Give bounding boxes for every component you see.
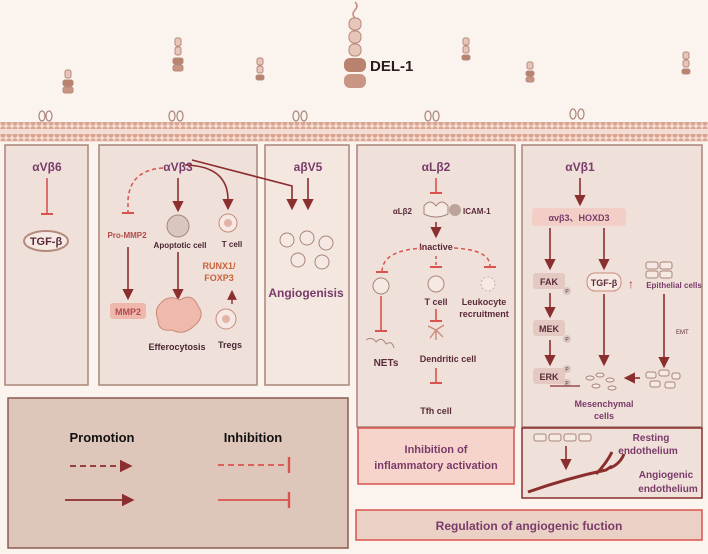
angiogenic-vessel-icon xyxy=(527,451,626,494)
fak-label: FAK xyxy=(540,277,559,287)
erk-box xyxy=(533,368,565,384)
angiogenic-label-1: Angiogenic xyxy=(639,470,694,481)
up-arrow-icon: ↑ xyxy=(628,277,634,291)
arrow-to-tcell xyxy=(184,164,234,211)
footer-box xyxy=(355,509,703,541)
del1-protein-small xyxy=(62,37,691,94)
resting-endothelium-icon xyxy=(533,433,592,442)
integrin-abv5-label: aβV5 xyxy=(294,160,323,174)
svg-text:P: P xyxy=(565,337,569,343)
mesenchymal-cells-icon xyxy=(585,372,617,391)
dendritic-cell-label: Dendritic cell xyxy=(420,354,477,364)
mek-box xyxy=(533,320,565,336)
emt-label: EMT xyxy=(676,330,689,336)
tgfb-oval xyxy=(23,230,69,252)
integrin-alb2-label: αLβ2 xyxy=(422,160,451,174)
footer-label: Regulation of angiogenic fuction xyxy=(436,519,623,533)
icam1-icon xyxy=(449,204,461,216)
angiogenic-label-2: endothelium xyxy=(638,484,698,495)
resting-label-1: Resting xyxy=(633,433,670,444)
legend-inhibition-label: Inhibition xyxy=(224,430,283,445)
mek-label: MEK xyxy=(539,324,560,334)
tgfb-box-avb1 xyxy=(586,272,622,292)
runx1-label: RUNX1/ xyxy=(202,261,236,271)
endothelial-cells-icon xyxy=(279,230,334,270)
efferocytosis-label: Efferocytosis xyxy=(148,342,205,352)
inactive-label: Inactive xyxy=(419,242,453,252)
integrin-avb6-label: αVβ6 xyxy=(32,160,62,174)
integrin-avb3-label: αVβ3 xyxy=(163,160,193,174)
cell-membrane xyxy=(0,122,708,142)
mesenchymal-label-2: cells xyxy=(594,411,614,421)
inflammation-summary-box xyxy=(357,427,515,485)
tgfb-label-avb1: TGF-β xyxy=(591,278,618,288)
epithelial-cells-icon xyxy=(645,261,673,279)
legend-box xyxy=(7,397,349,549)
mmp2-label: MMP2 xyxy=(115,307,141,317)
tfh-cell-label: Tfh cell xyxy=(420,406,452,416)
svg-text:P: P xyxy=(565,381,569,387)
nets-label: NETs xyxy=(374,358,399,369)
tregs-label: Tregs xyxy=(218,340,242,350)
del1-protein-main xyxy=(344,1,366,88)
tgfb-label: TGF-β xyxy=(30,236,63,248)
transitioning-cells-icon xyxy=(645,369,681,389)
inhibition-dashed-promm2 xyxy=(127,167,164,212)
fak-box xyxy=(533,273,565,289)
t-cell-label-avb3: T cell xyxy=(222,240,242,249)
membrane-receptors xyxy=(38,108,585,122)
epithelial-cells-label: Epithelial cells xyxy=(646,281,702,290)
panel-abv5 xyxy=(264,144,350,386)
angiogenesis-label: Angiogenisis xyxy=(268,286,344,300)
neutrophil-icon xyxy=(372,277,390,295)
pro-mmp2-label: Pro-MMP2 xyxy=(107,231,147,240)
legend-promotion-label: Promotion xyxy=(70,430,135,445)
alb2-small-label: αLβ2 xyxy=(393,207,413,216)
avb3-hoxd3-box xyxy=(532,208,626,226)
resting-label-2: endothelium xyxy=(618,446,678,457)
ligand-label: DEL-1 xyxy=(370,58,413,75)
leukocyte-label-1: Leukocyte xyxy=(462,297,507,307)
foxp3-label: FOXP3 xyxy=(204,273,234,283)
integrin-avb1-label: αVβ1 xyxy=(565,160,595,174)
macrophage-icon xyxy=(155,296,202,333)
svg-text:P: P xyxy=(565,367,569,373)
apoptotic-cell-label: Apoptotic cell xyxy=(154,241,207,250)
inflammation-summary-2: inflammatory activation xyxy=(374,460,498,472)
t-cell-icon-alb2 xyxy=(427,275,445,293)
mmp2-box xyxy=(110,303,146,319)
alb2-receptor-icon xyxy=(423,201,449,218)
leukocyte-icon xyxy=(480,276,496,292)
erk-label: ERK xyxy=(539,372,559,382)
mesenchymal-label-1: Mesenchymal xyxy=(574,399,633,409)
avb3-hoxd3-label: αvβ3、HOXD3 xyxy=(548,213,609,223)
svg-text:P: P xyxy=(565,289,569,295)
leukocyte-label-2: recruitment xyxy=(459,309,509,319)
apoptotic-cell-icon xyxy=(166,214,190,238)
t-cell-label-alb2: T cell xyxy=(424,297,447,307)
arrow-avb3-to-abv5 xyxy=(191,159,298,211)
dendritic-cell-icon xyxy=(427,324,445,340)
inflammation-summary-1: Inhibition of xyxy=(405,444,468,456)
icam1-label: ICAM-1 xyxy=(463,207,491,216)
nets-icon xyxy=(365,337,395,349)
